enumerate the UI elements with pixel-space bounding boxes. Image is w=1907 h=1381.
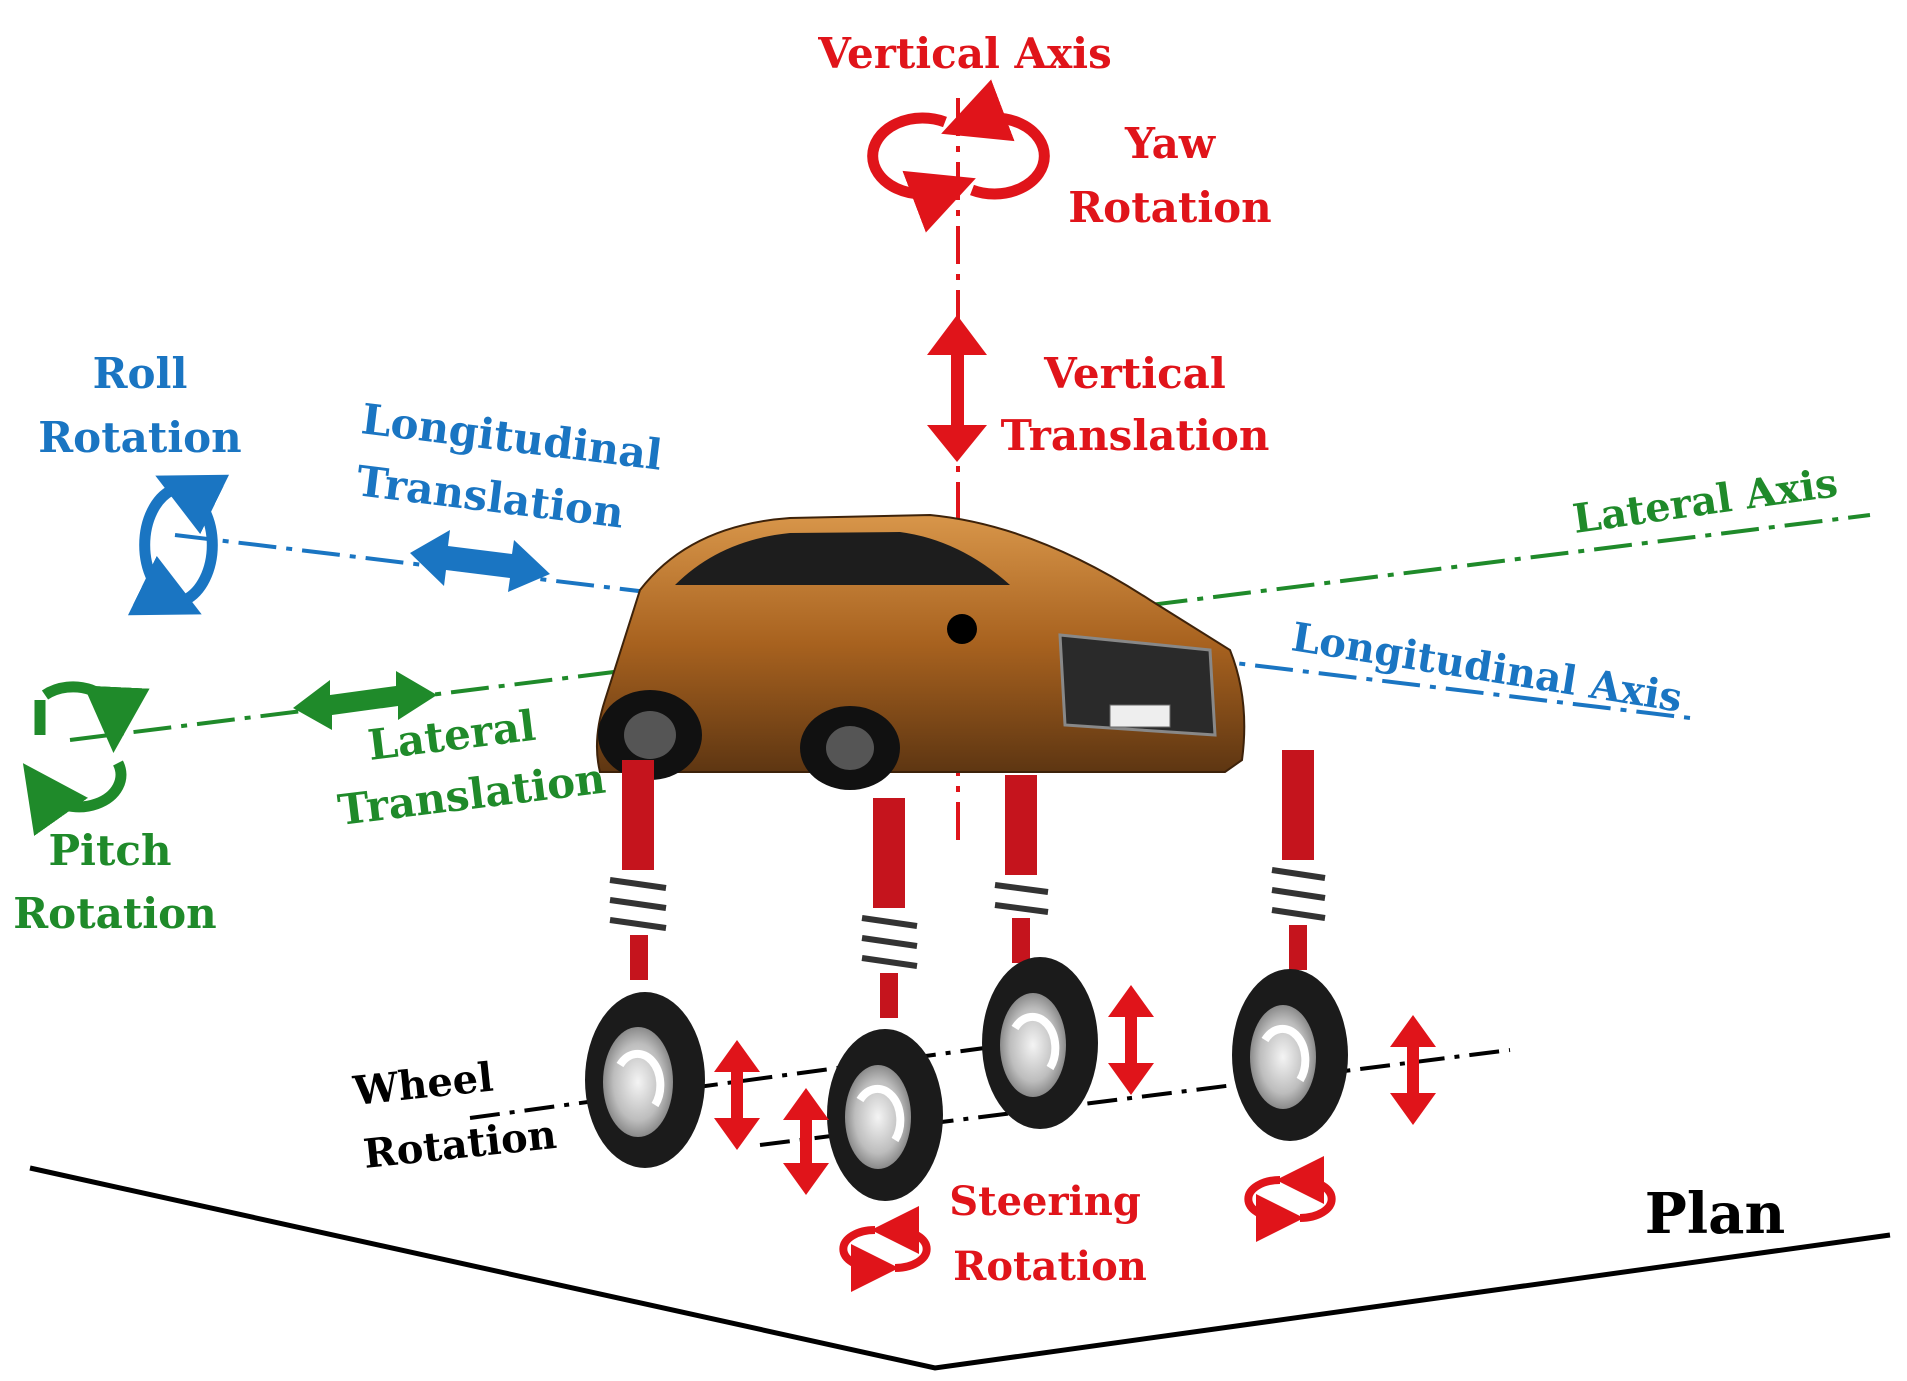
pitch-rotation-icon xyxy=(22,681,150,837)
steering-rotation-label-line2: Rotation xyxy=(953,1243,1147,1290)
yaw-label-line1: Yaw xyxy=(1124,119,1216,168)
wheel-front-left xyxy=(585,992,705,1168)
wheel-rear-left xyxy=(982,957,1098,1129)
vertical-translation-label-line1: Vertical xyxy=(1043,349,1226,398)
yaw-label-line2: Rotation xyxy=(1068,183,1271,232)
longitudinal-translation-icon xyxy=(410,530,550,592)
vertical-translation-icon xyxy=(927,315,987,462)
steering-rotation-label-line1: Steering xyxy=(949,1178,1141,1225)
damper-rear-right xyxy=(1271,750,1326,970)
car xyxy=(596,513,1246,790)
wheel-front-right xyxy=(827,1029,943,1201)
longitudinal-axis-label: Longitudinal Axis xyxy=(1288,613,1685,721)
yaw-rotation-icon xyxy=(867,79,1050,233)
ground-plane xyxy=(29,1165,1891,1371)
plan-label: Plan xyxy=(1645,1181,1785,1247)
damper-front-left xyxy=(609,760,667,980)
roll-rotation-icon xyxy=(127,474,230,616)
wheel-rotation-label-line1: Wheel xyxy=(350,1054,495,1115)
wheel-vertical-arrows xyxy=(714,985,1436,1195)
pitch-label-line2: Rotation xyxy=(13,889,216,938)
lateral-translation-icon xyxy=(293,671,437,730)
vertical-axis-label: Vertical Axis xyxy=(817,29,1112,78)
roll-label-line1: Roll xyxy=(93,349,188,398)
wheel-rotation-icons xyxy=(616,1012,1310,1143)
wheel-rear-right xyxy=(1232,969,1348,1141)
lateral-axis-label: Lateral Axis xyxy=(1570,459,1841,543)
damper-rear-left xyxy=(994,775,1049,963)
lateral-translation-label-line1: Lateral xyxy=(365,701,538,770)
vertical-translation-label-line2: Translation xyxy=(1001,411,1270,460)
center-of-mass-dot xyxy=(947,614,977,644)
roll-label-line2: Rotation xyxy=(38,413,241,462)
pitch-label-line1: Pitch xyxy=(48,826,171,875)
front-axle-line xyxy=(469,1033,1081,1120)
wheel-rotation-label-line2: Rotation xyxy=(361,1111,559,1178)
damper-front-right xyxy=(861,798,918,1018)
steering-rotation-icons xyxy=(839,1156,1336,1292)
